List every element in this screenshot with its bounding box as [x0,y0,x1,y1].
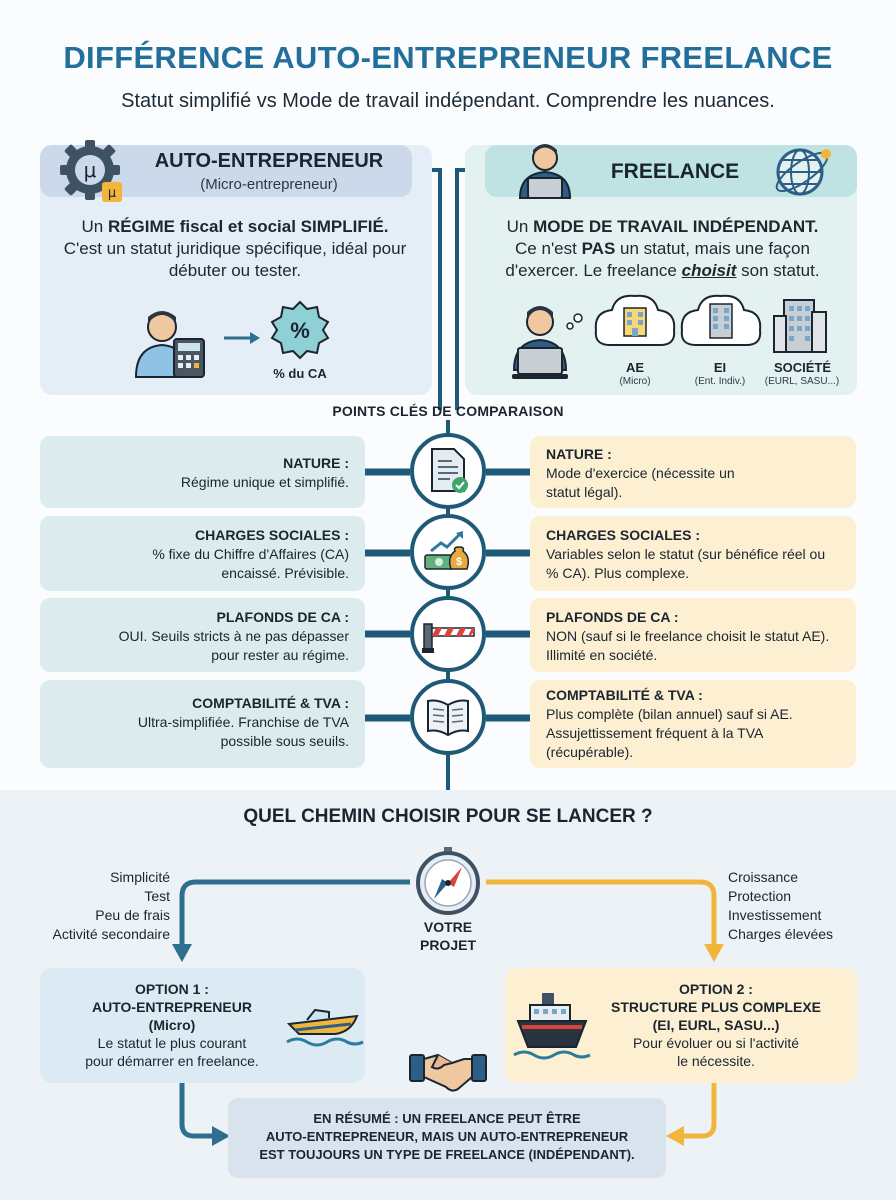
ae-cloud-icon [594,294,676,347]
center-project-label: VOTRE PROJET [419,919,476,953]
comptabilite-right-card: COMPTABILITÉ & TVA :Plus complète (bilan… [530,680,856,768]
percent-ca-label: % du CA [273,366,327,381]
option-societe-label: SOCIÉTÉ [773,360,832,375]
option-ei-label: EI [713,360,727,375]
book-icon [427,699,469,737]
company-building-icon [773,299,827,353]
auto-entrepreneur-subtitle: (Micro-entrepreneur) [200,176,338,193]
comparison-section-label: POINTS CLÉS DE COMPARAISON [332,403,564,419]
option-ae-label: AE [625,360,645,375]
option-ae-sub: (Micro) [619,376,651,387]
option-societe-sub: (EURL, SASU...) [764,376,840,387]
person-laptop-icon [518,144,572,199]
page-subtitle: Statut simplifié vs Mode de travail indé… [121,90,775,112]
page-title: DIFFÉRENCE AUTO-ENTREPRENEUR FREELANCE [63,40,833,75]
plafonds-icon-circle [410,596,486,672]
nature-left-card: NATURE :Régime unique et simplifié. [40,436,365,508]
ship-icon [513,993,591,1060]
nature-icon-circle [410,433,486,509]
money-growth-icon: $ [424,531,470,570]
percent-badge-icon: % [270,300,330,360]
nature-right-card: NATURE :Mode d'exercice (nécessite un st… [530,436,856,508]
barrier-icon [422,623,475,653]
auto-entrepreneur-title: AUTO-ENTREPRENEUR [154,150,384,172]
charges-icon-circle: $ [410,514,486,590]
person-calculator-icon [134,311,205,378]
compass-icon [416,847,480,915]
svg-text:μ: μ [84,158,97,182]
svg-text:%: % [290,318,310,343]
option1-criteria-list: Simplicité Test Peu de frais Activité se… [52,869,170,942]
plafonds-left-card: PLAFONDS DE CA :OUI. Seuils stricts à ne… [40,598,365,672]
comptabilite-icon-circle [410,679,486,755]
comptabilite-left-card: COMPTABILITÉ & TVA :Ultra-simplifiée. Fr… [40,680,365,768]
person-laptop-thinking-icon [512,306,583,379]
speedboat-icon [286,1008,364,1047]
option2-criteria-list: Croissance Protection Investissement Cha… [728,869,834,942]
globe-icon [775,148,831,196]
option-ei-sub: (Ent. Indiv.) [694,376,746,387]
charges-right-card: CHARGES SOCIALES :Variables selon le sta… [530,516,856,591]
decision-title: QUEL CHEMIN CHOISIR POUR SE LANCER ? [243,806,653,827]
svg-text:$: $ [456,556,462,568]
plafonds-right-card: PLAFONDS DE CA :NON (sauf si le freelanc… [530,598,856,672]
ei-cloud-icon [680,294,762,347]
arrow-right-icon [224,332,260,344]
document-check-icon [431,448,468,493]
auto-entrepreneur-description: Un RÉGIME fiscal et social SIMPLIFIÉ. C'… [63,217,407,280]
handshake-icon [409,1053,487,1092]
summary-box: EN RÉSUMÉ : UN FREELANCE PEUT ÊTRE AUTO-… [228,1098,666,1178]
gear-icon: μ μ [60,140,122,202]
freelance-description: Un MODE DE TRAVAIL INDÉPENDANT. Ce n'est… [505,217,820,280]
svg-text:μ: μ [108,186,116,201]
charges-left-card: CHARGES SOCIALES :% fixe du Chiffre d'Af… [40,516,365,591]
freelance-title: FREELANCE [610,160,740,183]
